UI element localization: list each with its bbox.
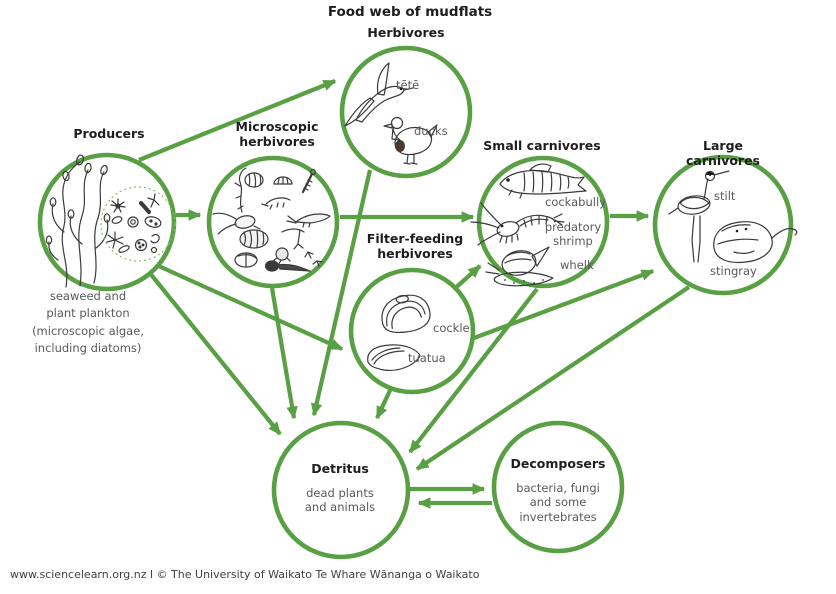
node-circles (37, 45, 794, 560)
item-label-ducks: ducks (414, 124, 448, 138)
label-small-carnivores: Small carnivores (483, 138, 601, 153)
illustrations (45, 62, 798, 371)
stingray-illustration (713, 221, 798, 264)
label-microscopic-herbivores: Microscopic herbivores (235, 119, 319, 149)
producers-caption: seaweed and plant plankton (microscopic … (32, 289, 144, 356)
label-producers: Producers (73, 126, 145, 141)
stilt-illustration (668, 170, 730, 263)
item-label-stingray: stingray (710, 264, 757, 278)
label-detritus: Detritus (311, 461, 369, 476)
item-label-whelk: whelk (560, 258, 594, 272)
label-large-carnivores: Large carnivores (685, 138, 760, 168)
arrow-producers-to-detritus (147, 270, 282, 436)
arrow-small-carnivores-to-detritus (408, 287, 539, 454)
detritus-caption: dead plants and animals (304, 486, 376, 515)
item-label-predatory-shrimp: predatory shrimp (544, 220, 602, 249)
arrow-large-carnivores-to-detritus (415, 285, 691, 471)
whelk-illustration (485, 246, 554, 287)
duck-illustration (383, 116, 438, 165)
item-label-tete: tētē (396, 78, 420, 92)
item-label-stilt: stilt (714, 189, 736, 203)
decomposers-caption: bacteria, fungi and some invertebrates (516, 481, 600, 524)
cockle-illustration (381, 294, 431, 334)
cockabully-illustration (499, 163, 587, 199)
microscopic-herbivores-illustration (212, 167, 331, 272)
arrow-producers-to-filter-feeding (151, 261, 344, 351)
seaweed-illustration (45, 154, 111, 288)
label-decomposers: Decomposers (510, 456, 606, 471)
item-label-tuatua: tuatua (408, 351, 446, 365)
footer-credit: www.sciencelearn.org.nz l © The Universi… (10, 568, 480, 581)
food-web-arrows (138, 79, 691, 509)
item-label-cockle: cockle (433, 321, 470, 335)
herbivores-circle (339, 45, 473, 179)
page-title: Food web of mudflats (327, 4, 493, 20)
tuatua-illustration (367, 344, 421, 371)
predatory-shrimp-illustration (470, 202, 565, 246)
label-filter-feeding-herbivores: Filter-feeding herbivores (366, 231, 464, 261)
arrow-filter-feeding-to-large-carnivores (473, 269, 655, 340)
detritus-circle (271, 420, 411, 560)
plankton-illustration (100, 186, 176, 262)
decomposers-circle (491, 420, 625, 554)
arrow-herbivores-to-detritus (310, 169, 373, 417)
label-herbivores: Herbivores (367, 25, 445, 40)
arrow-producers-to-herbivores (138, 79, 337, 162)
tete-illustration (344, 62, 414, 127)
item-label-cockabully: cockabully (545, 195, 606, 209)
arrow-microscopic-to-detritus (269, 287, 298, 420)
